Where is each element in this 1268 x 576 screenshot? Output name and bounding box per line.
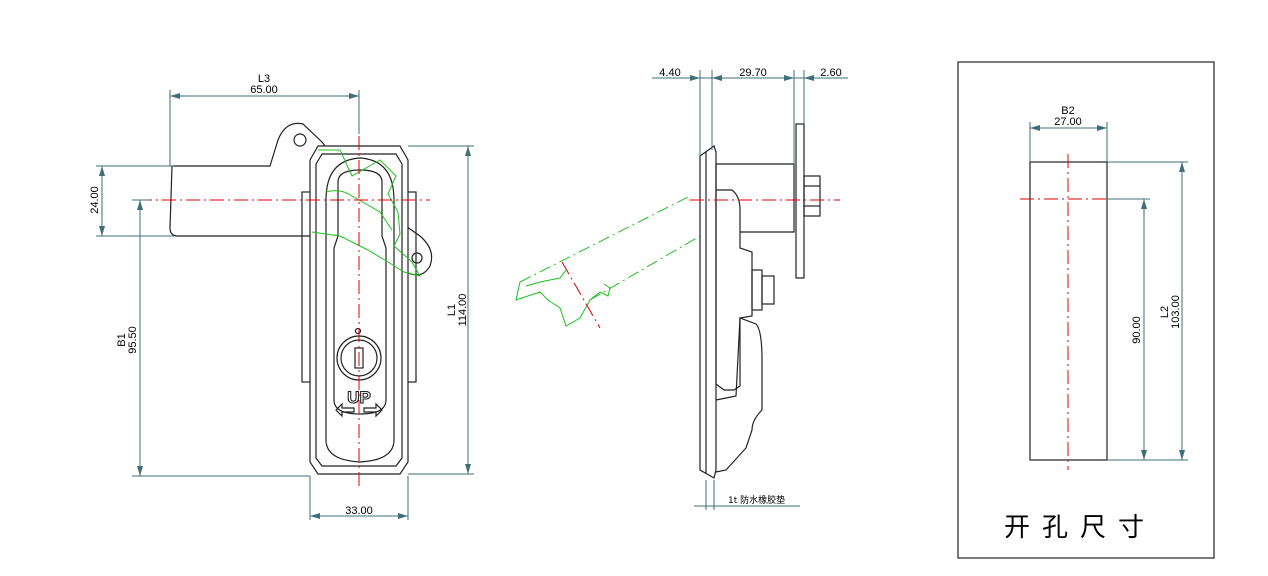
dim-side-top: 4.40 29.70 2.60 — [652, 67, 848, 164]
svg-text:24.00: 24.00 — [89, 186, 101, 214]
rotated-handle-phantom — [311, 149, 422, 277]
svg-text:B1: B1 — [116, 333, 128, 346]
svg-text:95.50: 95.50 — [127, 326, 139, 354]
cutout-title: 开孔尺寸 — [1004, 513, 1156, 543]
dim-l2: L2 103.00 — [1107, 161, 1188, 460]
side-body — [715, 163, 795, 391]
cutout-frame — [957, 61, 1215, 559]
dim-l1: L1 114.00 — [408, 145, 474, 475]
dim-width-33: 33.00 — [309, 476, 409, 520]
svg-text:4.40: 4.40 — [659, 67, 680, 79]
svg-text:L1: L1 — [446, 304, 458, 316]
dim-b2: B2 27.00 — [1029, 105, 1108, 162]
inner-recess — [325, 157, 395, 463]
dim-l3: L3 65.00 — [169, 73, 360, 166]
svg-text:114.00: 114.00 — [457, 294, 469, 327]
handle-slot — [333, 169, 387, 415]
svg-text:2.60: 2.60 — [820, 67, 841, 79]
svg-text:1t 防水橡胶垫: 1t 防水橡胶垫 — [728, 494, 785, 506]
side-lower-profile — [715, 317, 763, 473]
dim-b1: B1 95.50 — [116, 199, 310, 477]
svg-text:33.00: 33.00 — [345, 505, 373, 517]
svg-text:65.00: 65.00 — [250, 84, 278, 96]
side-flange — [699, 145, 717, 479]
dim-gasket: 1t 防水橡胶垫 — [694, 480, 800, 510]
svg-text:90.00: 90.00 — [1131, 316, 1143, 344]
svg-text:B2: B2 — [1061, 105, 1074, 117]
side-view: 4.40 29.70 2.60 1t 防水橡胶垫 — [515, 67, 848, 510]
side-cam-plate — [795, 123, 805, 279]
svg-text:27.00: 27.00 — [1054, 116, 1082, 128]
side-bolt — [751, 269, 763, 311]
cutout-panel: B2 27.00 90.00 L2 103.00 开孔尺寸 — [957, 61, 1215, 559]
ear-hole — [411, 252, 423, 264]
side-nut — [803, 175, 821, 217]
svg-text:L3: L3 — [258, 73, 270, 85]
dim-24: 24.00 — [89, 165, 174, 237]
arrow-right-icon — [363, 402, 383, 418]
front-view: UP L3 65.00 24.00 — [89, 73, 474, 520]
svg-text:L2: L2 — [1159, 306, 1171, 318]
indicator-dot — [354, 327, 362, 335]
svg-text:29.70: 29.70 — [739, 67, 767, 79]
up-label: UP — [347, 388, 371, 407]
arrow-left-icon — [335, 402, 355, 418]
lever-hole — [293, 133, 307, 147]
side-phantom-handle — [515, 195, 701, 329]
dim-90: 90.00 — [1107, 198, 1188, 461]
svg-text:103.00: 103.00 — [1170, 295, 1182, 329]
